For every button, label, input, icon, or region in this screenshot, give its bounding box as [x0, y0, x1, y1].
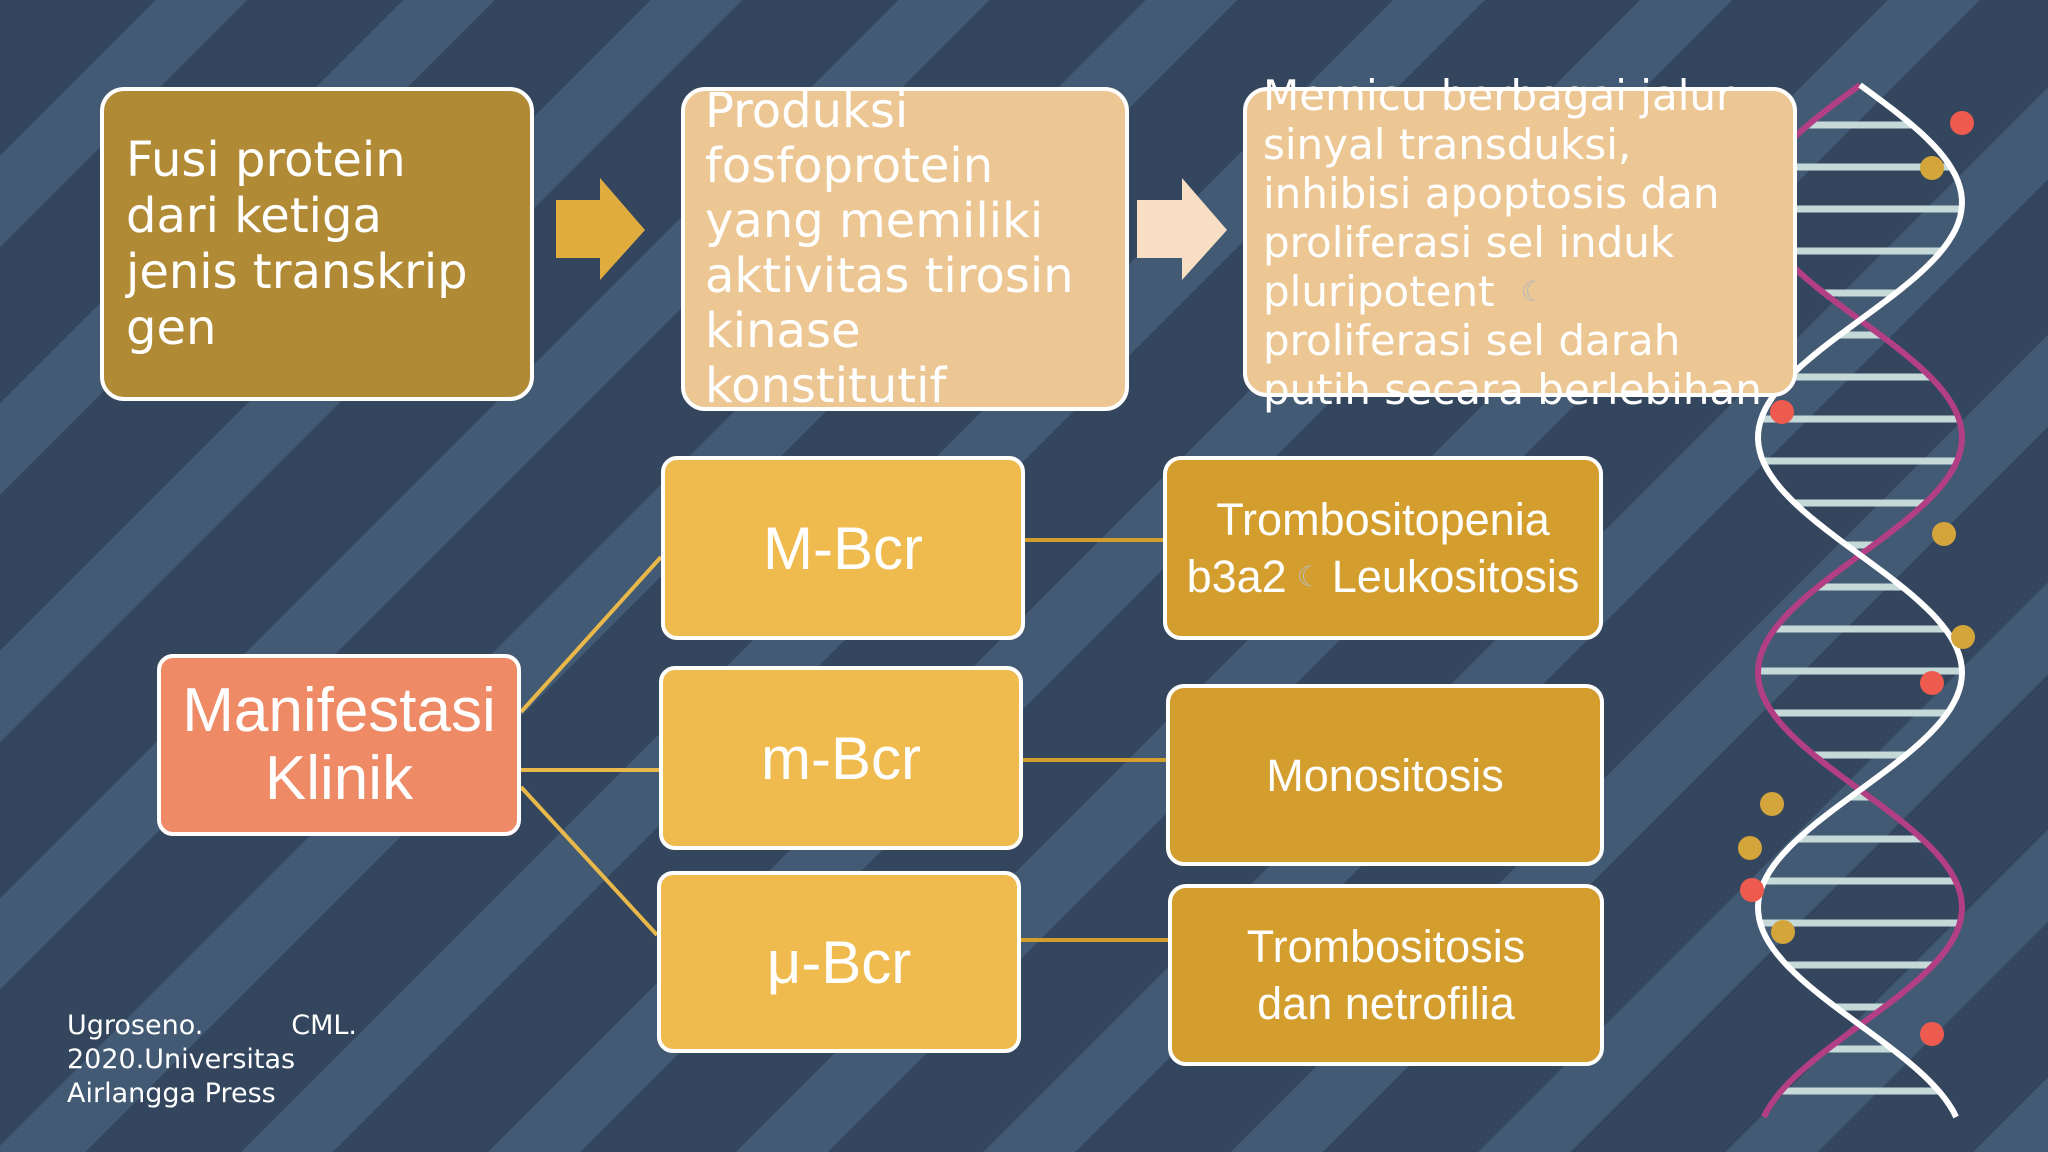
dna-bead [1740, 878, 1764, 902]
connector-root-mbcr [519, 555, 663, 714]
result-leukositosis-label: Leukositosis [1331, 551, 1580, 602]
result-trombositopenia: Trombositopenia b3a2 ☾ Leukositosis [1163, 456, 1603, 640]
memicu-line-3: inhibisi apoptosis dan [1263, 168, 1720, 218]
dna-bead [1920, 156, 1944, 180]
result-monositosis: Monositosis [1166, 684, 1604, 866]
flow-step-produksi: Produksi fosfoprotein yang memiliki akti… [681, 83, 1129, 414]
citation-line-2: 2020.Universitas [67, 1044, 296, 1075]
citation: Ugroseno. CML. 2020.Universitas Airlangg… [67, 1009, 387, 1111]
dna-bead [1770, 400, 1794, 424]
flow-step-memicu: Memicu berbagai jalur sinyal transduksi,… [1243, 71, 1797, 414]
memicu-line-5: pluripotent [1263, 266, 1495, 316]
memicu-line-6: proliferasi sel darah [1263, 315, 1681, 365]
branch-m-bcr-major: M-Bcr [661, 456, 1025, 640]
flow-step-fusi-text: Fusi protein dari ketiga jenis transkrip… [126, 132, 468, 356]
result-trombositosis-line-2: dan netrofilia [1257, 978, 1515, 1029]
root-line-2: Klinik [264, 744, 414, 813]
dna-bead [1920, 671, 1944, 695]
memicu-line-7: putih secara berlebihan [1263, 364, 1762, 414]
result-monositosis-text: Monositosis [1266, 749, 1504, 801]
branch-mu-bcr-label: μ-Bcr [766, 928, 912, 996]
dna-bead [1951, 625, 1975, 649]
dna-bead [1771, 920, 1795, 944]
branch-m-bcr-minor: m-Bcr [659, 666, 1023, 850]
result-b3a2-label: b3a2 [1186, 551, 1287, 602]
memicu-line-2: sinyal transduksi, [1263, 119, 1632, 169]
dna-bead [1760, 792, 1784, 816]
flow-step-memicu-text: Memicu berbagai jalur sinyal transduksi,… [1263, 71, 1762, 414]
memicu-line-1: Memicu berbagai jalur [1263, 70, 1734, 120]
memicu-line-4: proliferasi sel induk [1263, 217, 1675, 267]
root-manifestasi-klinik: Manifestasi Klinik [157, 654, 521, 836]
result-trombositosis-line-1: Trombositosis [1246, 921, 1526, 972]
citation-author: Ugroseno. [67, 1010, 204, 1041]
crescent-moon-icon: ☾ [1296, 561, 1322, 592]
flow-step-produksi-text: Produksi fosfoprotein yang memiliki akti… [705, 83, 1089, 414]
arrow-right-1 [556, 178, 645, 280]
citation-line-3: Airlangga Press [67, 1078, 276, 1109]
result-trombositopenia-line-1: Trombositopenia [1216, 494, 1550, 545]
dna-strand-white [1754, 82, 1966, 1119]
dna-bead [1932, 522, 1956, 546]
branch-m-bcr-major-label: M-Bcr [763, 514, 923, 582]
branch-mu-bcr: μ-Bcr [657, 871, 1021, 1053]
dna-bead [1920, 1022, 1944, 1046]
citation-topic: CML. [291, 1010, 357, 1041]
crescent-moon-icon: ☾ [1520, 274, 1546, 308]
dna-bead [1738, 836, 1762, 860]
arrow-right-2 [1137, 178, 1227, 280]
result-trombositopenia-line-2: b3a2 ☾ Leukositosis [1187, 548, 1580, 605]
result-trombositosis: Trombositosis dan netrofilia [1168, 884, 1604, 1066]
memicu-line-5-row: pluripotent ☾ [1263, 267, 1762, 316]
flow-step-fusi-protein: Fusi protein dari ketiga jenis transkrip… [100, 87, 534, 401]
dna-bead [1950, 111, 1974, 135]
citation-line-1: Ugroseno. CML. [67, 1009, 357, 1043]
connector-root-mubcr [519, 785, 659, 937]
root-line-1: Manifestasi [182, 676, 496, 745]
branch-m-bcr-minor-label: m-Bcr [761, 724, 921, 792]
